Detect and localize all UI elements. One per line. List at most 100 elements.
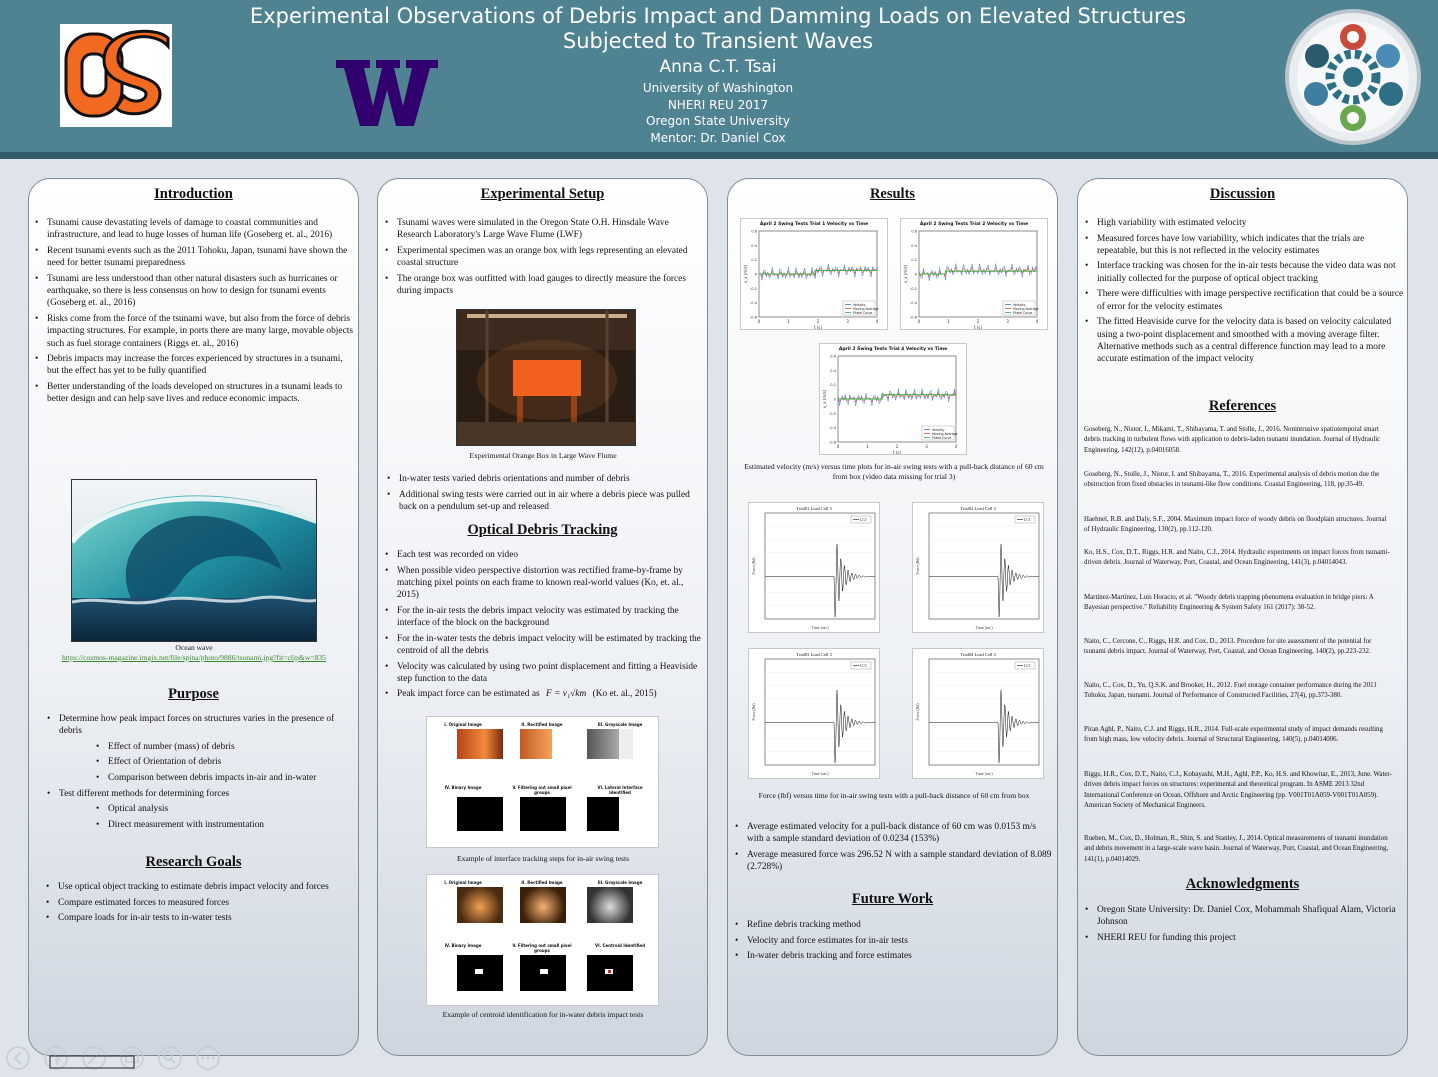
reference-item: Naito, C., Cox, D., Yu, Q.S.K. and Brook… <box>1084 682 1377 700</box>
filtered-image-thumb <box>520 797 566 831</box>
list-item: NHERI REU for funding this project <box>1084 932 1404 945</box>
legend-label: Fitted Curve <box>853 311 872 315</box>
binary-image-thumb <box>457 797 503 831</box>
chart-title: Trial03 Load Cell 3 <box>796 652 832 657</box>
y-tick-label: 0.4 <box>751 244 757 248</box>
presentation-toolbar <box>2 1040 232 1076</box>
introduction-list: Tsunami cause devastating levels of dama… <box>34 217 354 409</box>
list-item: Effect of number (mass) of debris <box>95 741 356 754</box>
step-label: II. Rectified Image <box>521 722 563 727</box>
list-item: Test different methods for determining f… <box>46 788 356 801</box>
list-item: Velocity was calculated by using two poi… <box>384 661 704 686</box>
velocity-chart: April 2 Swing Tests Trial 2 Velocity vs … <box>900 218 1048 330</box>
y-axis-label: Force (lbf) <box>915 557 920 575</box>
x-axis-label: Time (sec) <box>811 771 829 776</box>
x-axis-label: Time (sec) <box>975 625 993 630</box>
reference-item: Goseberg, N., Stolle, J., Nistor, I. and… <box>1084 471 1380 489</box>
experimental-setup-list: Tsunami waves were simulated in the Oreg… <box>384 217 704 301</box>
pointer-icon[interactable] <box>44 1046 68 1070</box>
list-item: Refine debris tracking method <box>734 919 1054 932</box>
panel-results: Results April 2 Swing Tests Trial 1 Velo… <box>727 178 1058 1056</box>
rectified-image-thumb <box>520 887 566 923</box>
y-tick-label: 0.6 <box>751 230 757 234</box>
y-tick-label: 0.6 <box>911 230 917 234</box>
list-item: The orange box was outfitted with load g… <box>384 273 704 298</box>
y-tick-label: -0.2 <box>910 287 917 291</box>
force-series-line <box>765 544 876 617</box>
y-tick-label: 0.4 <box>911 244 917 248</box>
x-tick-label: 3 <box>846 319 849 324</box>
y-axis-label: Force (lbf) <box>751 557 756 575</box>
list-item: For the in-air tests the debris impact v… <box>384 605 704 630</box>
x-tick-label: 3 <box>925 444 928 449</box>
legend-label: LC3 <box>860 518 867 522</box>
x-tick-label: 1 <box>787 319 790 324</box>
affiliations: University of Washington NHERI REU 2017 … <box>200 80 1236 146</box>
pen-icon[interactable] <box>82 1046 106 1070</box>
x-axis-label: t (s) <box>893 450 901 455</box>
interface-tracking-caption: Example of interface tracking steps for … <box>456 854 630 863</box>
uw-logo <box>336 56 438 128</box>
section-title-experimental-setup: Experimental Setup <box>480 186 605 202</box>
step-label: II. Rectified Image <box>521 880 563 885</box>
list-item: Risks come from the force of the tsunami… <box>34 313 354 350</box>
list-item: Tsunami cause devastating levels of dama… <box>34 217 354 242</box>
author-name: Anna C.T. Tsai <box>659 57 777 77</box>
chart-title: Trial04 Load Cell 3 <box>960 652 996 657</box>
discussion-list: High variability with estimated velocity… <box>1084 217 1404 369</box>
force-bullet-prefix: Peak impact force can be estimated as <box>397 689 540 700</box>
more-icon[interactable] <box>196 1046 220 1070</box>
force-series-line <box>929 690 1040 763</box>
legend-label: Velocity <box>853 303 866 307</box>
affiliation-line: University of Washington <box>642 81 794 95</box>
y-tick-label: -0.6 <box>750 316 758 320</box>
step-label: VI. Lateral Interface Identified <box>597 785 643 795</box>
legend-label: Velocity <box>932 428 945 432</box>
reference-item: Naito, C., Cercone, C., Riggs, H.R. and … <box>1084 638 1372 656</box>
x-tick-label: 1 <box>866 444 869 449</box>
affiliation-line: NHERI REU 2017 <box>667 97 769 112</box>
list-item: In-water tests varied debris orientation… <box>386 473 704 486</box>
original-image-thumb <box>457 729 503 759</box>
image-source-link[interactable]: https://cosmos-magazine.imgix.net/file/s… <box>62 653 326 662</box>
list-item: Determine how peak impact forces on stru… <box>46 713 356 738</box>
section-title-discussion: Discussion <box>1209 186 1276 202</box>
legend-label: Moving Average <box>1013 307 1039 311</box>
list-item: Oregon State University: Dr. Daniel Cox,… <box>1084 904 1404 929</box>
grayscale-image-thumb <box>587 887 633 923</box>
previous-icon[interactable] <box>6 1046 30 1070</box>
fitted-curve-series-line <box>919 270 1037 275</box>
velocity-chart: April 2 Swing Tests Trial 1 Velocity vs … <box>740 218 888 330</box>
panel-discussion: Discussion High variability with estimat… <box>1077 178 1408 1056</box>
y-axis-label: v_x (m/s) <box>743 264 748 283</box>
legend-box <box>850 515 872 524</box>
poster-title: Experimental Observations of Debris Impa… <box>200 4 1236 54</box>
zoom-icon[interactable] <box>158 1046 182 1070</box>
ocean-wave-caption: Ocean wave https://cosmos-magazine.imgix… <box>59 643 329 663</box>
section-title-purpose: Purpose <box>168 686 219 702</box>
filtered-image-thumb <box>520 955 566 991</box>
y-axis-label: Force (lbf) <box>915 703 920 721</box>
y-tick-label: -0.4 <box>750 301 758 305</box>
moving-average-series-line <box>837 391 957 403</box>
step-label: IV. Binary Image <box>444 943 482 948</box>
velocity-series-line <box>758 263 878 281</box>
acknowledgments-list: Oregon State University: Dr. Daniel Cox,… <box>1084 904 1404 947</box>
legend-box <box>1014 515 1036 524</box>
chart-title: April 2 Swing Tests Trial 2 Velocity vs … <box>919 222 1029 227</box>
panel-introduction: Introduction Tsunami cause devastating l… <box>28 178 359 1056</box>
slides-icon[interactable] <box>120 1046 144 1070</box>
list-item: In-water debris tracking and force estim… <box>734 950 1054 963</box>
legend-label: Fitted Curve <box>932 436 951 440</box>
centroid-image-thumb <box>587 955 633 991</box>
header-banner <box>0 0 1438 152</box>
x-tick-label: 2 <box>896 444 899 449</box>
future-work-list: Refine debris tracking method Velocity a… <box>734 919 1054 966</box>
force-series-line <box>929 544 1040 617</box>
grayscale-image-thumb <box>587 729 633 759</box>
